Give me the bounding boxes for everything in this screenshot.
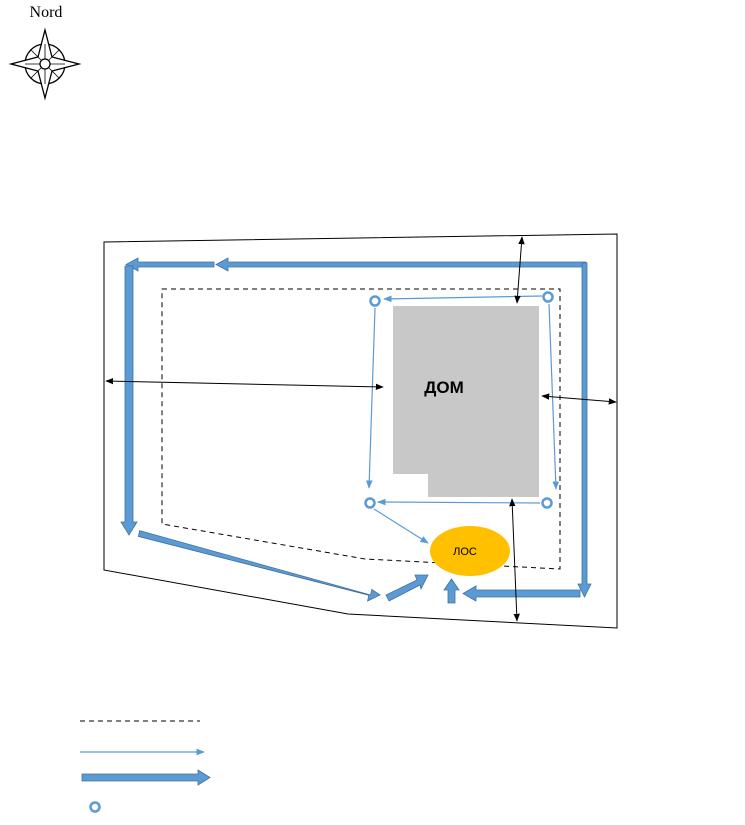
thin-arrow xyxy=(373,508,429,544)
drain-markers xyxy=(364,291,554,509)
dimension-arrow xyxy=(541,393,617,405)
ring-marker-icon xyxy=(364,497,376,509)
dimension-lines xyxy=(105,236,617,622)
ring-marker-icon xyxy=(542,291,554,303)
ring-marker-icon xyxy=(369,295,381,307)
dimension-arrow xyxy=(509,498,520,622)
ring-marker-icon xyxy=(89,801,101,813)
thin-arrow xyxy=(365,307,376,489)
thick-arrow xyxy=(385,574,429,602)
thick-arrow-icon xyxy=(81,769,211,786)
ring-marker-icon xyxy=(541,497,553,509)
thick-arrow xyxy=(577,262,592,598)
thick-arrow xyxy=(462,585,581,602)
thick-arrow xyxy=(137,530,381,602)
thick-arrow xyxy=(120,265,138,536)
dimension-arrow xyxy=(514,236,525,304)
dimension-arrow xyxy=(105,377,384,391)
thin-arrow xyxy=(383,295,543,303)
thick-arrow xyxy=(125,257,215,272)
septic-tank xyxy=(430,526,510,576)
plot-boundary xyxy=(103,233,618,629)
thick-arrow xyxy=(215,257,587,272)
surface-drain-arrows xyxy=(120,257,592,604)
thin-arrow xyxy=(377,498,541,506)
thick-arrow xyxy=(443,578,460,604)
house-label: ДОМ xyxy=(424,378,464,397)
compass-label: Nord xyxy=(30,4,63,21)
septic-label: ЛОС xyxy=(453,546,477,558)
house xyxy=(393,306,539,497)
compass-rose-icon xyxy=(8,27,82,101)
legend xyxy=(80,720,211,813)
